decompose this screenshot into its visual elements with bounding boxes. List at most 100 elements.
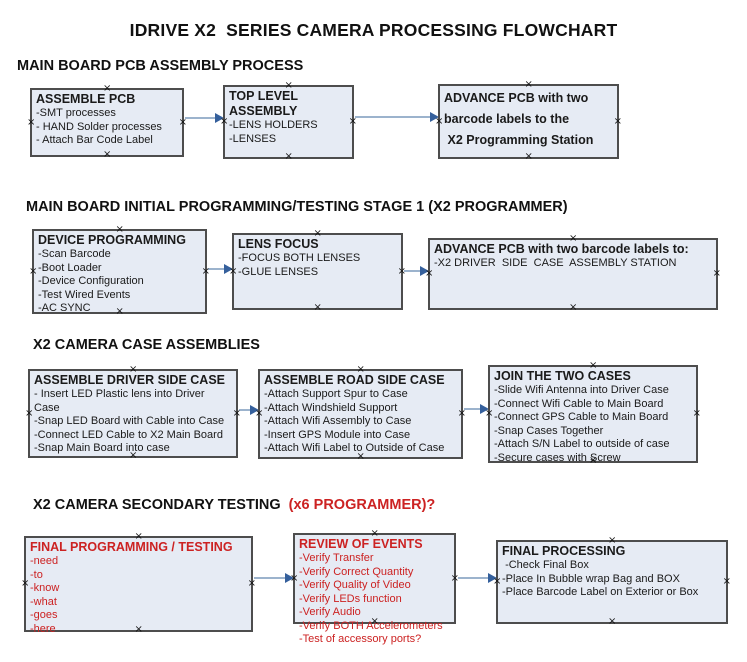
box-item: -Slide Wifi Antenna into Driver Case [494, 384, 669, 396]
box-item: -Attach Wifi Label to Outside of Case [264, 442, 445, 454]
connection-handle-icon: × [115, 306, 124, 317]
box-title: ASSEMBLE PCB [36, 92, 136, 106]
box-item: -Verify Quality of Video [299, 579, 411, 591]
connection-handle-icon: × [569, 302, 578, 313]
flow-box-final-programming-testing: × × × × FINAL PROGRAMMING / TESTING -nee… [21, 531, 256, 635]
connection-handle-icon: × [134, 624, 143, 635]
box-item: -Connect GPS Cable to Main Board [494, 411, 669, 423]
connection-handle-icon: × [220, 116, 229, 127]
box-title: ADVANCE PCB with two barcode labels to: [434, 242, 689, 256]
arrow-head-icon [285, 573, 294, 583]
box-title: JOIN THE TWO CASES [494, 369, 631, 383]
connection-handle-icon: × [397, 265, 406, 277]
box-item: -Place In Bubble wrap Bag and BOX [502, 572, 680, 585]
flow-box-advance-pcb-driver-side-station: × × × × ADVANCE PCB with two barcode lab… [425, 233, 721, 313]
connection-handle-icon: × [255, 408, 264, 419]
connection-handle-icon: × [569, 233, 578, 244]
box-item: -Boot Loader [38, 261, 102, 274]
box-item: - HAND Solder processes [36, 120, 162, 133]
connection-handle-icon: × [370, 528, 379, 539]
connection-handle-icon: × [284, 80, 293, 91]
box-title: ASSEMBLE ROAD SIDE CASE [264, 373, 445, 387]
section-heading-pcb-assembly: MAIN BOARD PCB ASSEMBLY PROCESS [17, 58, 304, 74]
flow-arrow [404, 266, 429, 276]
box-item: -know [30, 582, 60, 594]
arrow-head-icon [250, 405, 259, 415]
section-heading-case-assemblies: X2 CAMERA CASE ASSEMBLIES [33, 337, 260, 353]
box-title: FINAL PROCESSING [502, 544, 626, 558]
connection-handle-icon: × [115, 224, 124, 235]
connection-handle-icon: × [524, 151, 533, 162]
box-item: -Place Barcode Label on Exterior or Box [502, 586, 699, 598]
connection-handle-icon: × [356, 451, 365, 462]
box-item: - Insert LED Plastic lens into Driver Ca… [34, 388, 208, 414]
flow-box-assemble-driver-side-case: × × × × ASSEMBLE DRIVER SIDE CASE - Inse… [25, 364, 241, 461]
connection-handle-icon: × [608, 616, 617, 627]
box-item: -Attach Windshield Support [264, 401, 398, 414]
arrow-head-icon [488, 573, 497, 583]
flow-box-top-level-assembly: × × × × TOP LEVEL ASSEMBLY -LENS HOLDERS… [220, 80, 357, 162]
connection-handle-icon: × [21, 578, 30, 589]
box-title: ADVANCE PCB with two barcode labels to t… [444, 91, 594, 147]
connection-handle-icon: × [313, 228, 322, 239]
box-item: -FOCUS BOTH LENSES [238, 252, 361, 264]
arrow-head-icon [420, 266, 429, 276]
connection-handle-icon: × [27, 116, 36, 128]
connection-handle-icon: × [129, 450, 138, 461]
arrow-head-icon [430, 112, 439, 122]
connection-handle-icon: × [722, 576, 731, 587]
box-item: -SMT processes [36, 107, 116, 119]
box-item: -LENS HOLDERS [229, 119, 318, 131]
box-item: -Verify Transfer [299, 552, 374, 564]
box-title: DEVICE PROGRAMMING [38, 233, 186, 247]
box-title: FINAL PROGRAMMING / TESTING [30, 540, 233, 554]
box-title: LENS FOCUS [238, 237, 319, 251]
box-item: -Verify LEDs function [299, 592, 402, 605]
connection-handle-icon: × [284, 151, 293, 162]
connection-handle-icon: × [103, 83, 112, 94]
connection-handle-icon: × [435, 115, 444, 127]
box-item: -Test Wired Events [38, 288, 131, 301]
connection-handle-icon: × [457, 408, 466, 419]
box-item: -Connect Wifi Cable to Main Board [494, 397, 664, 410]
connection-handle-icon: × [493, 576, 502, 587]
flow-box-final-processing: × × × × FINAL PROCESSING -Check Final Bo… [493, 536, 731, 627]
box-item: - Attach Bar Code Label [36, 134, 153, 146]
box-item: -Attach Support Spur to Case [264, 388, 408, 400]
page-title: IDRIVE X2 SERIES CAMERA PROCESSING FLOWC… [129, 20, 618, 40]
section-heading-secondary-testing: X2 CAMERA SECONDARY TESTING (x6 PROGRAMM… [33, 497, 435, 513]
section-heading-black-part: X2 CAMERA SECONDARY TESTING [33, 497, 285, 513]
section-heading-initial-programming: MAIN BOARD INITIAL PROGRAMMING/TESTING S… [26, 199, 568, 215]
connection-handle-icon: × [313, 302, 322, 313]
section-heading-red-part: (x6 PROGRAMMER)? [284, 497, 436, 513]
flow-arrow [355, 112, 439, 122]
flow-arrow [185, 113, 224, 123]
connection-handle-icon: × [712, 268, 721, 279]
box-item: -Connect LED Cable to X2 Main Board [34, 428, 223, 441]
flow-box-advance-pcb-programming-station: × × × × ADVANCE PCB with two barcode lab… [435, 80, 622, 162]
connection-handle-icon: × [134, 531, 143, 542]
box-item: -what [30, 595, 57, 608]
arrow-head-icon [480, 404, 489, 414]
arrow-head-icon [215, 113, 224, 123]
flow-box-assemble-road-side-case: × × × × ASSEMBLE ROAD SIDE CASE -Attach … [255, 364, 466, 462]
flow-arrow [254, 573, 294, 583]
box-item: -Test of accessory ports? [299, 633, 422, 645]
box-item: -Device Configuration [38, 275, 144, 287]
flow-box-review-of-events: × × × × REVIEW OF EVENTS -Verify Transfe… [290, 528, 459, 646]
connection-handle-icon: × [129, 364, 138, 375]
connection-handle-icon: × [485, 408, 494, 419]
flow-box-join-the-two-cases: × × × × JOIN THE TWO CASES -Slide Wifi A… [485, 361, 701, 466]
box-title: TOP LEVEL ASSEMBLY [229, 89, 301, 118]
box-item: -Attach Wifi Assembly to Case [264, 415, 412, 427]
box-item: -LENSES [229, 132, 277, 145]
box-item: -Check Final Box [502, 559, 589, 571]
flow-box-assemble-pcb: × × × × ASSEMBLE PCB -SMT processes - HA… [27, 83, 187, 160]
connection-handle-icon: × [29, 265, 38, 277]
connection-handle-icon: × [356, 364, 365, 375]
connection-handle-icon: × [589, 455, 598, 466]
box-item: -Verify Audio [299, 606, 361, 618]
box-item: -Insert GPS Module into Case [264, 428, 411, 441]
connection-handle-icon: × [201, 265, 210, 277]
